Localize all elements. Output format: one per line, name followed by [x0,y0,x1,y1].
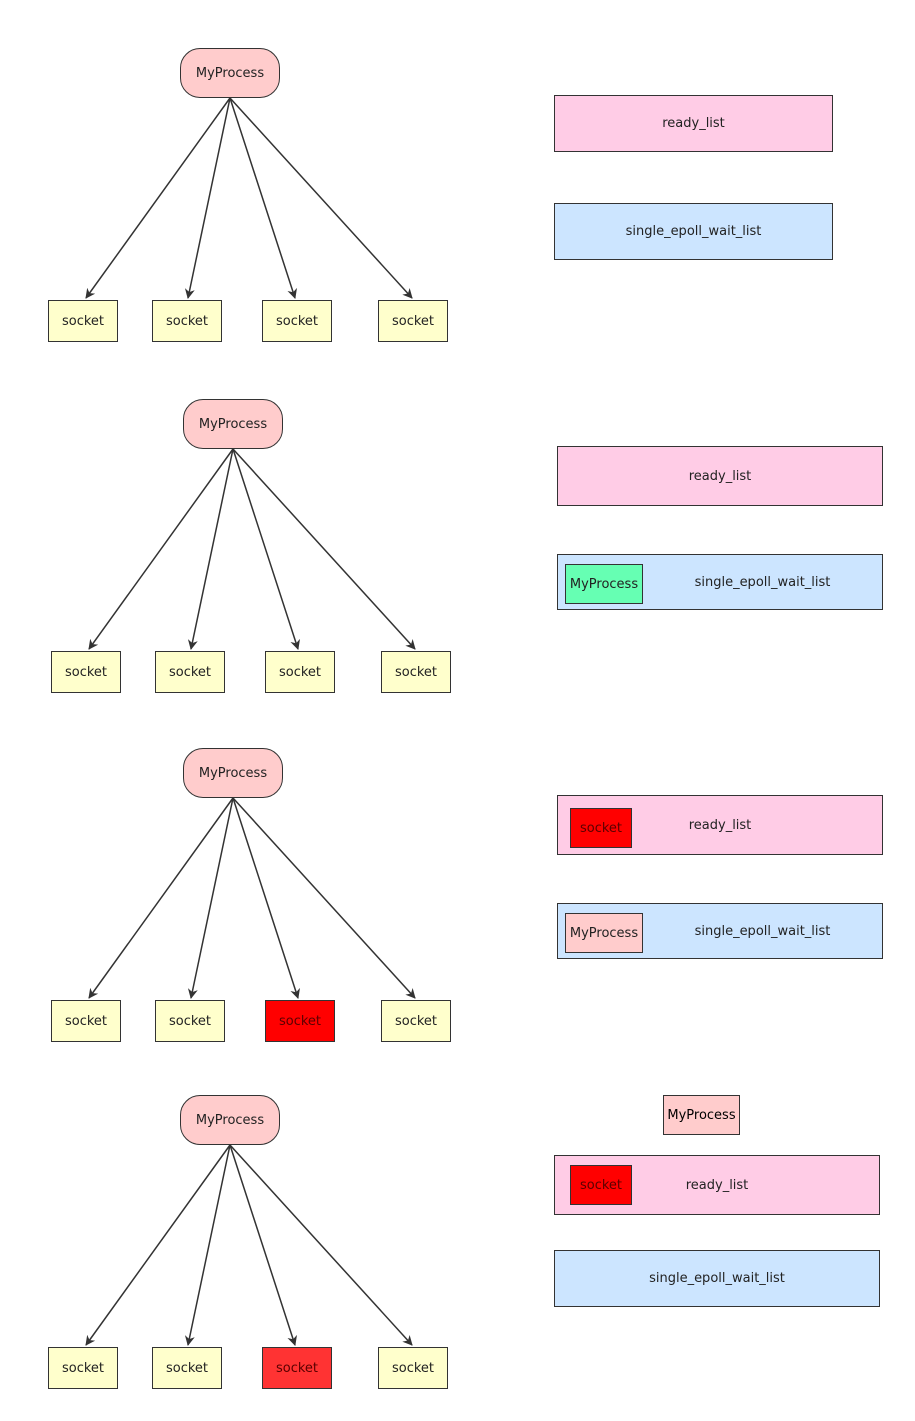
wait-list-label: single_epoll_wait_list [625,224,762,239]
socket-node: socket [265,651,335,693]
process-to-socket-arrow [229,1144,297,1346]
socket-node: socket [152,300,222,342]
waiting-process-entry: MyProcess [565,913,643,953]
process-to-socket-arrow [88,797,234,999]
ready-list-label: ready_list [688,468,752,484]
socket-node: socket [152,1347,222,1389]
ready-list: ready_list [557,446,883,506]
process-to-socket-arrow [229,97,413,299]
waiting-process-entry: MyProcess [565,564,643,604]
socket-node: socket [51,651,121,693]
process-to-socket-arrow [187,797,234,999]
wait-list: single_epoll_wait_list [554,1250,880,1307]
process-to-socket-arrow [184,97,231,299]
socket-node: socket [48,1347,118,1389]
process-to-socket-arrow [232,448,416,650]
ready-socket-entry: socket [570,808,632,848]
process-to-socket-arrow [85,1144,231,1346]
socket-node-ready: socket [262,1347,332,1389]
process-to-socket-arrow [184,1144,231,1346]
socket-node: socket [262,300,332,342]
process-to-socket-arrow [232,797,416,999]
ready-list-label: ready_list [662,116,725,131]
socket-node-ready: socket [265,1000,335,1042]
ready-list-label: ready_list [688,817,752,833]
socket-node: socket [381,1000,451,1042]
process-node: MyProcess [183,748,283,798]
socket-node: socket [378,300,448,342]
ready-list: socket ready_list [554,1155,880,1215]
wait-list: MyProcess single_epoll_wait_list [557,903,883,959]
process-to-socket-arrow [229,97,297,299]
socket-node: socket [155,651,225,693]
process-node: MyProcess [183,399,283,449]
ready-list: ready_list [554,95,833,152]
wait-list-label: single_epoll_wait_list [694,923,831,939]
detached-process-node: MyProcess [663,1095,740,1135]
wait-list: MyProcess single_epoll_wait_list [557,554,883,610]
process-node: MyProcess [180,48,280,98]
wait-list-label: single_epoll_wait_list [694,574,831,590]
process-to-socket-arrow [232,797,300,999]
socket-node: socket [155,1000,225,1042]
ready-list-label: ready_list [685,1177,749,1193]
process-to-socket-arrow [187,448,234,650]
process-to-socket-arrow [232,448,300,650]
socket-node: socket [48,300,118,342]
ready-socket-entry: socket [570,1165,632,1205]
process-to-socket-arrow [88,448,234,650]
ready-list: socket ready_list [557,795,883,855]
socket-node: socket [381,651,451,693]
wait-list-label: single_epoll_wait_list [649,1271,785,1286]
process-node: MyProcess [180,1095,280,1145]
process-to-socket-arrow [85,97,231,299]
process-to-socket-arrow [229,1144,413,1346]
wait-list: single_epoll_wait_list [554,203,833,260]
socket-node: socket [378,1347,448,1389]
socket-node: socket [51,1000,121,1042]
